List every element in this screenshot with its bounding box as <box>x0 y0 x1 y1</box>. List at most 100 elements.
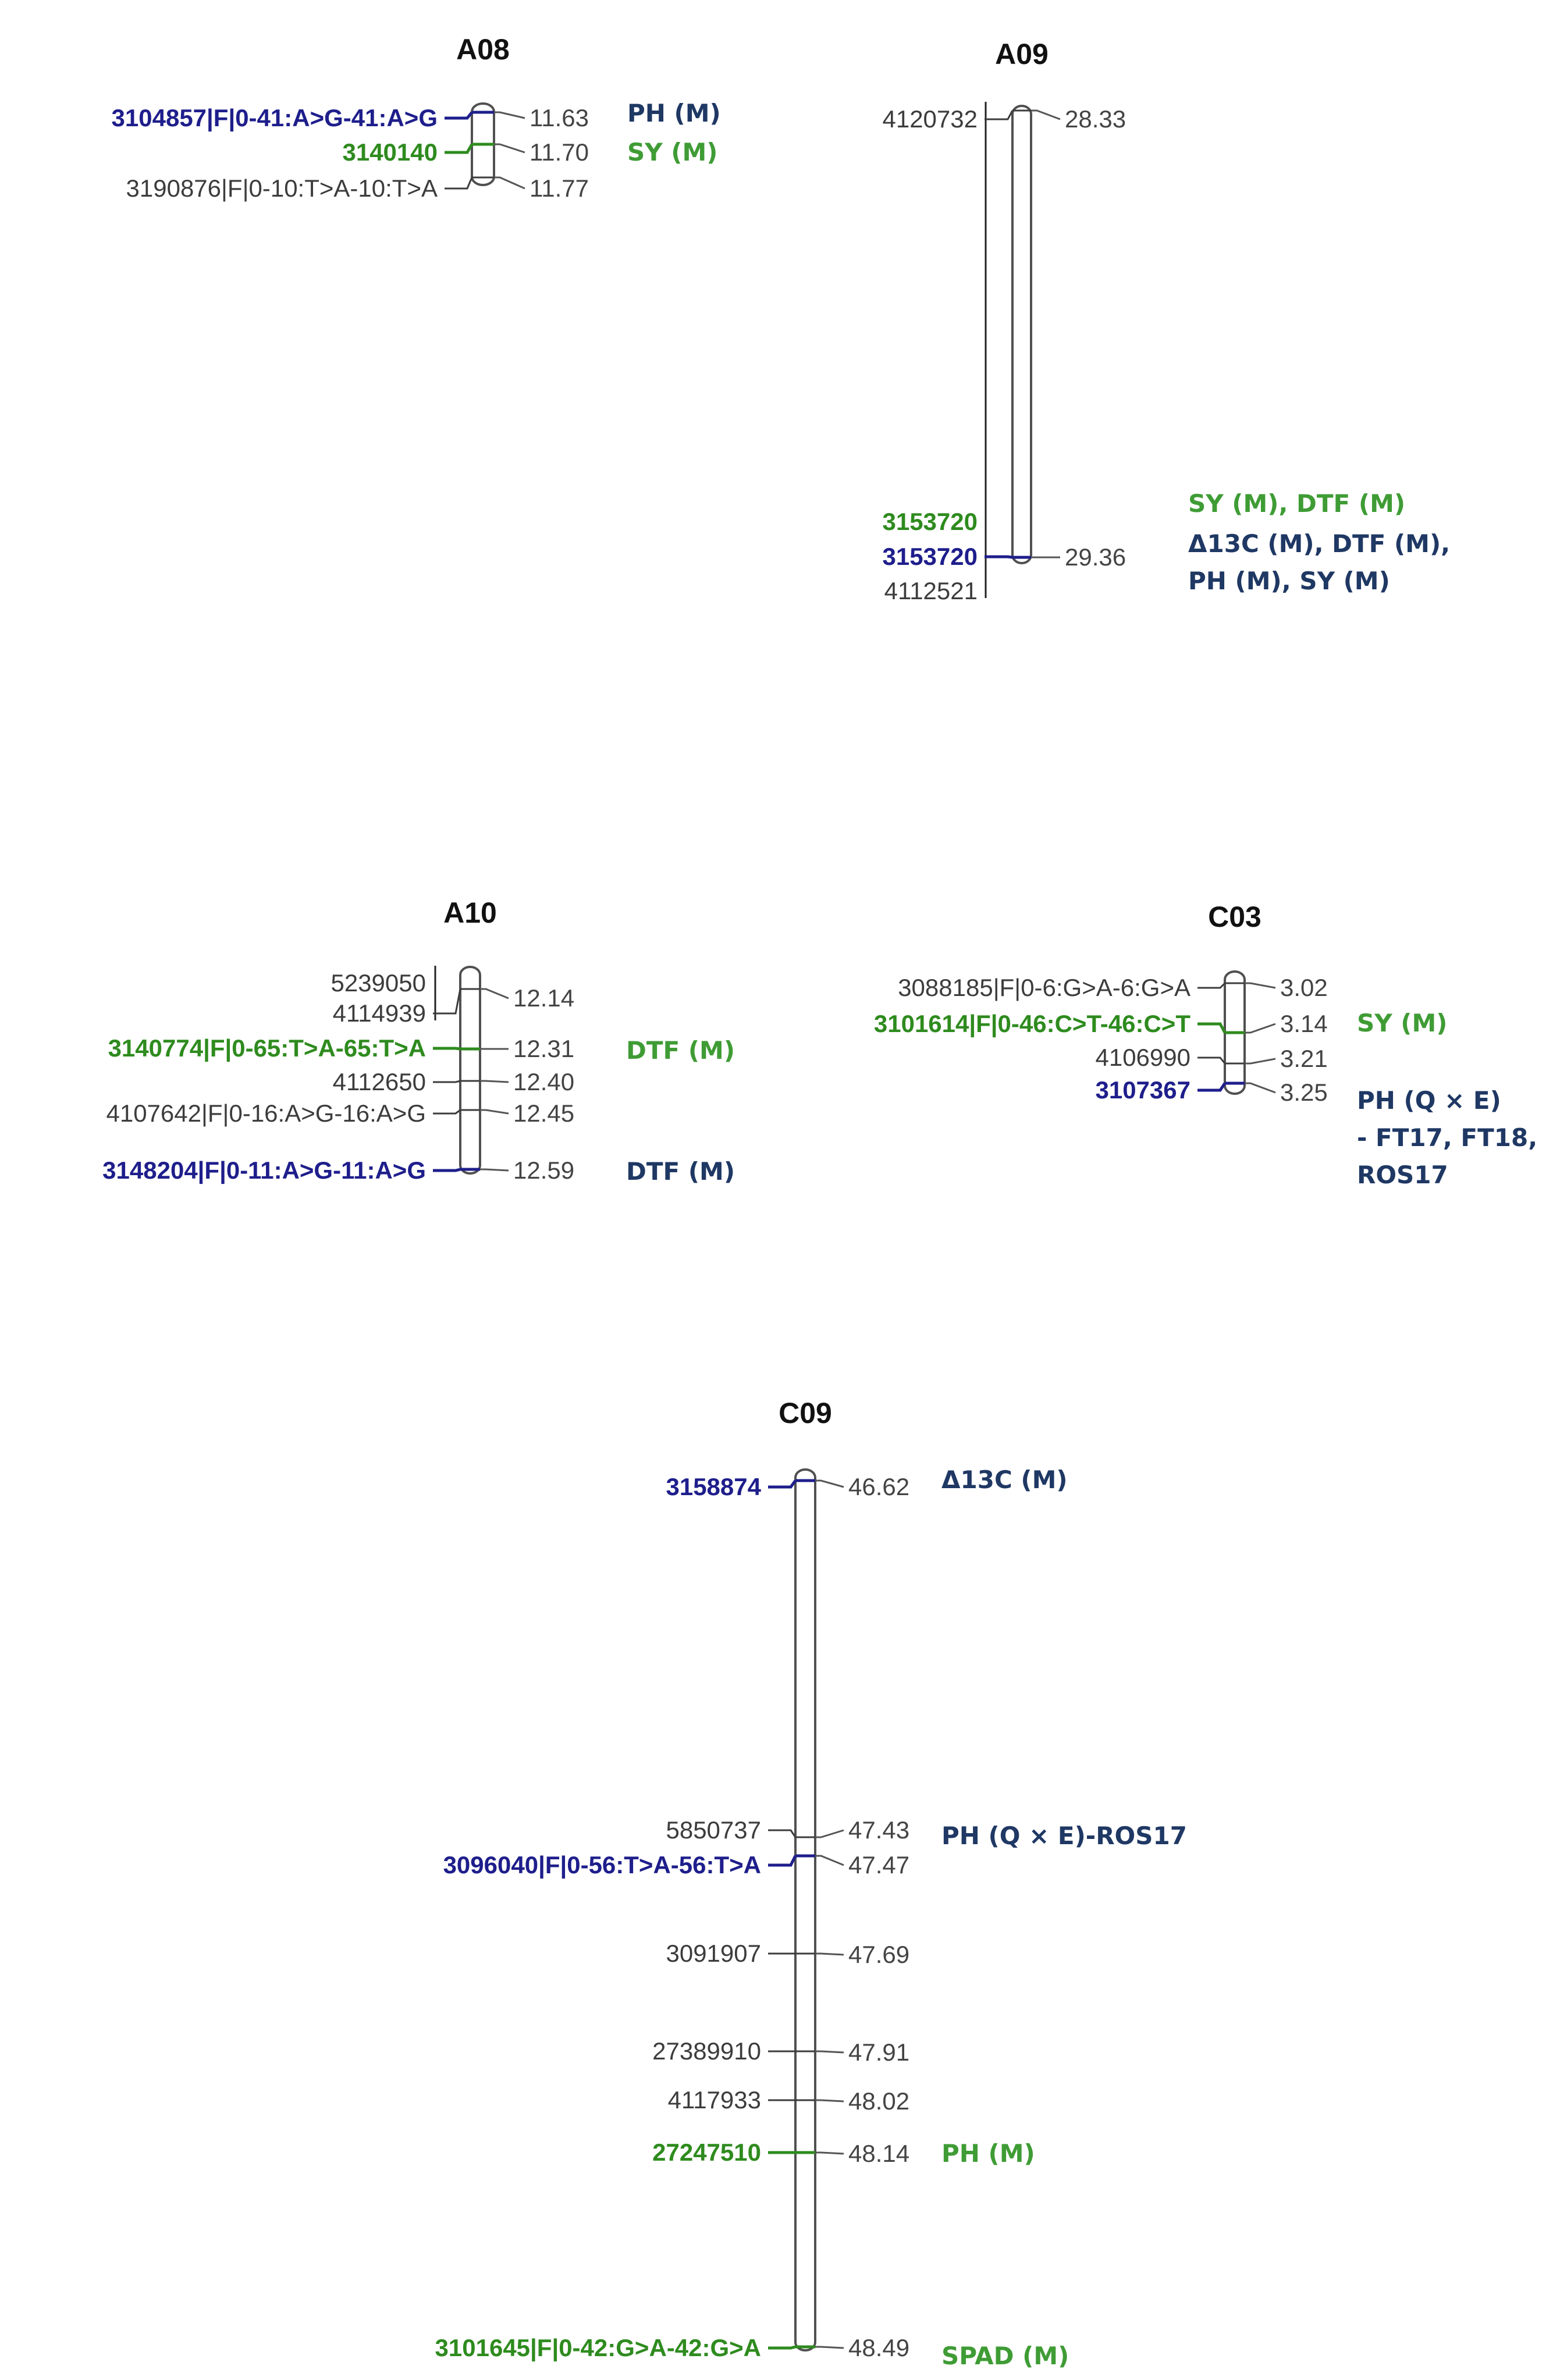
marker-position: 3.25 <box>1280 1079 1328 1106</box>
marker-label: 3148204|F|0-11:A>G-11:A>G <box>102 1157 426 1184</box>
marker-connector <box>1197 1022 1227 1034</box>
marker-position: 28.33 <box>1065 105 1126 133</box>
marker-connector <box>445 143 474 154</box>
marker-connector <box>433 1047 461 1051</box>
marker-connector <box>768 1855 797 1867</box>
marker-connector <box>433 1080 461 1083</box>
position-connector <box>1245 1023 1276 1034</box>
position-connector <box>494 111 525 119</box>
marker-label: 3190876|F|0-10:T>A-10:T>A <box>126 175 438 202</box>
marker-label: 3096040|F|0-56:T>A-56:T>A <box>443 1851 761 1879</box>
marker-label: 5850737 <box>666 1816 761 1844</box>
marker-label: 5239050 <box>330 969 426 997</box>
marker-label: 27389910 <box>652 2037 761 2065</box>
trait-label: Δ13C (M) <box>941 1465 1068 1494</box>
marker-label: 4120732 <box>882 105 978 133</box>
chromosome-bar <box>1011 105 1032 564</box>
marker-connector <box>433 1109 461 1115</box>
marker-label: 3153720 <box>882 508 978 535</box>
trait-label: PH (M), SY (M) <box>1188 567 1390 595</box>
marker-connector <box>433 1168 461 1172</box>
position-connector <box>815 2050 844 2054</box>
position-connector <box>1245 1058 1276 1065</box>
marker-position: 46.62 <box>848 1473 909 1500</box>
marker-label: 3101645|F|0-42:G>A-42:G>A <box>435 2334 761 2362</box>
marker-connector <box>1197 1056 1226 1064</box>
marker-label: 4107642|F|0-16:A>G-16:A>G <box>106 1100 426 1127</box>
marker-position: 3.21 <box>1280 1045 1328 1072</box>
trait-label: SY (M) <box>1357 1009 1447 1037</box>
chromosome-title: C03 <box>1208 901 1261 933</box>
position-connector <box>815 2346 844 2349</box>
marker-position: 12.31 <box>513 1035 574 1062</box>
marker-position: 29.36 <box>1065 543 1126 571</box>
trait-label: PH (M) <box>941 2139 1035 2168</box>
position-connector <box>1031 109 1061 120</box>
chromosome-title: A08 <box>456 33 510 66</box>
trait-label: ROS17 <box>1357 1161 1448 1189</box>
marker-position: 11.70 <box>529 138 589 166</box>
trait-label: PH (M) <box>627 99 721 127</box>
marker-position: 47.47 <box>848 1851 909 1879</box>
position-connector <box>815 1855 844 1866</box>
position-connector <box>480 1080 509 1083</box>
marker-label: 4112650 <box>333 1068 426 1095</box>
marker-position: 48.14 <box>848 2140 909 2167</box>
marker-connector <box>768 2345 796 2350</box>
trait-label: PH (Q × E)-ROS17 <box>941 1822 1187 1850</box>
trait-label: SY (M) <box>627 138 717 166</box>
marker-label: 3158874 <box>666 1473 761 1500</box>
marker-position: 3.02 <box>1280 974 1328 1001</box>
marker-position: 48.49 <box>848 2334 909 2361</box>
marker-connector <box>445 111 473 120</box>
trait-label: DTF (M) <box>626 1036 735 1065</box>
marker-label: 3153720 <box>882 543 978 570</box>
marker-connector <box>1197 1082 1227 1092</box>
marker-position: 12.59 <box>513 1157 574 1184</box>
position-connector <box>480 1168 509 1172</box>
position-connector <box>815 2151 844 2155</box>
marker-label: 3088185|F|0-6:G>A-6:G>A <box>898 974 1190 1001</box>
marker-connector <box>985 110 1014 120</box>
chromosome-a08: A08 3104857|F|0-41:A>G-41:A>G 11.63 3140140… <box>112 33 721 202</box>
position-connector <box>480 1109 509 1115</box>
marker-position: 48.02 <box>848 2087 909 2115</box>
marker-position: 11.63 <box>529 104 589 131</box>
marker-position: 47.43 <box>848 1816 909 1844</box>
chromosome-title: C09 <box>779 1397 832 1429</box>
position-connector <box>480 988 509 999</box>
trait-label: SPAD (M) <box>941 2342 1069 2370</box>
position-connector <box>815 1952 844 1956</box>
marker-connector <box>433 988 461 1015</box>
marker-position: 12.14 <box>513 984 574 1012</box>
chromosome-bar <box>794 1468 816 2351</box>
marker-label: 3104857|F|0-41:A>G-41:A>G <box>112 104 438 132</box>
chromosome-title: A09 <box>995 38 1049 70</box>
position-connector <box>1245 982 1276 989</box>
marker-connector <box>768 1829 797 1838</box>
position-connector <box>815 2099 844 2102</box>
marker-label: 4114939 <box>333 999 426 1027</box>
chromosome-bar <box>459 966 481 1175</box>
marker-position: 47.91 <box>848 2039 909 2066</box>
position-connector <box>815 1479 844 1488</box>
marker-connector <box>1197 982 1226 989</box>
position-connector <box>494 176 525 190</box>
marker-connector <box>768 1479 797 1489</box>
marker-label: 3140140 <box>342 138 438 166</box>
chromosome-a10: A105239050411493912.143140774|F|0-65:T>A… <box>102 896 735 1186</box>
chromosome-title: A10 <box>443 896 497 929</box>
marker-label: 4112521 <box>884 577 978 604</box>
marker-label: 4117933 <box>668 2086 761 2114</box>
trait-label: PH (Q × E) <box>1357 1086 1501 1115</box>
marker-label: 27247510 <box>652 2139 761 2166</box>
position-connector <box>494 143 525 154</box>
position-connector <box>1245 1082 1276 1094</box>
position-connector <box>815 1829 844 1838</box>
trait-label: DTF (M) <box>626 1157 735 1186</box>
trait-label: Δ13C (M), DTF (M), <box>1188 529 1450 558</box>
marker-position: 12.45 <box>513 1100 574 1127</box>
marker-position: 3.14 <box>1280 1010 1328 1037</box>
